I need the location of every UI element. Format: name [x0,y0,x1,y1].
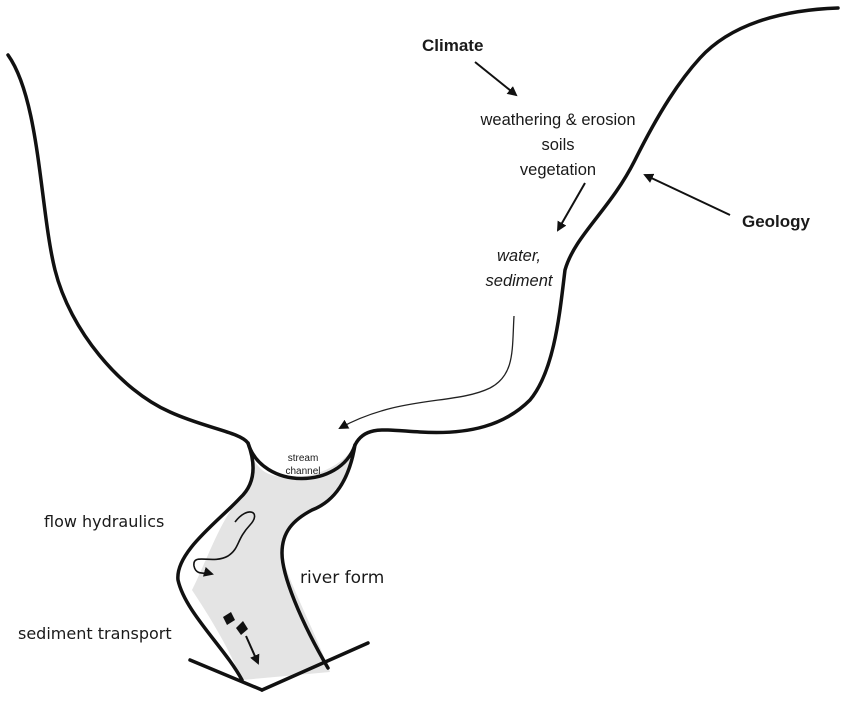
water-sediment-path-arrow [340,316,514,428]
processes-label: weathering & erosion soils vegetation [460,108,656,183]
geology-arrow [645,175,730,215]
geology-label: Geology [742,212,810,232]
sediment-text: sediment [470,269,568,294]
soils-text: soils [460,133,656,158]
climate-label: Climate [422,36,483,56]
flow-hydraulics-label: flow hydraulics [44,512,164,531]
water-text: water, [470,244,568,269]
vegetation-to-water-arrow [558,183,585,230]
channel-text: channel [268,465,338,478]
stream-channel-label: stream channel [268,452,338,478]
climate-arrow [475,62,516,95]
sediment-transport-label: sediment transport [18,624,172,643]
vegetation-text: vegetation [460,158,656,183]
water-sediment-label: water, sediment [470,244,568,294]
river-form-label: river form [300,568,384,588]
stream-text: stream [268,452,338,465]
weathering-erosion-text: weathering & erosion [460,108,656,133]
